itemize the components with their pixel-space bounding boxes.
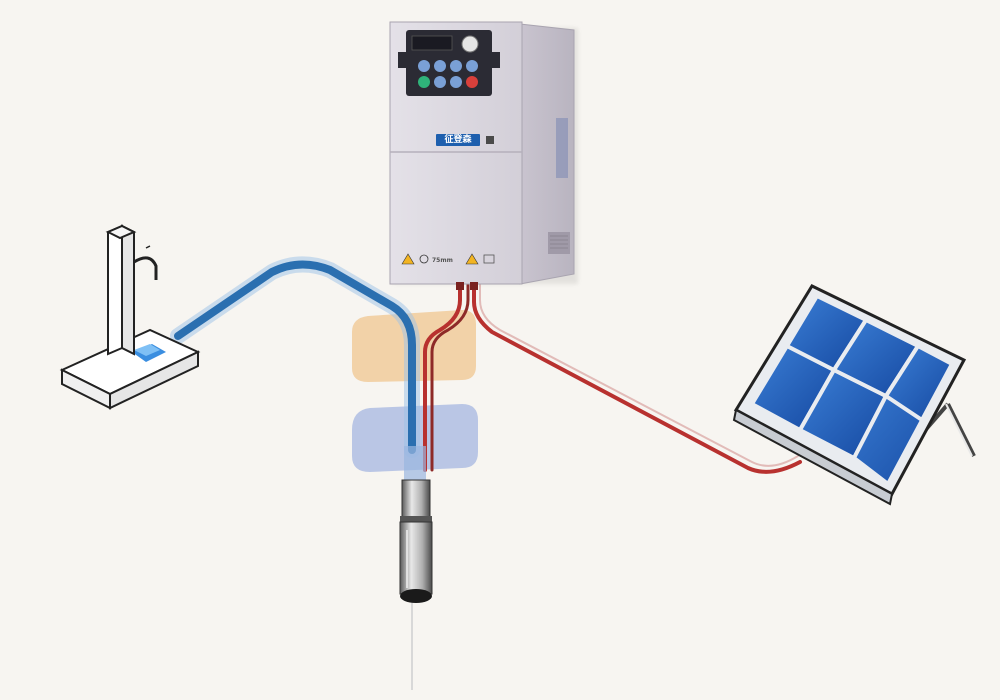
brand-badge-label: 征登森 [444,135,472,145]
brand-badge [436,134,480,146]
power-cable-pump [423,281,462,472]
power-cable-solar [472,281,802,474]
inverter-icon [389,21,578,290]
power-cable-solar-highlight [479,282,799,467]
solar-panel-icon [732,284,976,506]
faucet-icon [59,224,201,410]
submersible-pump-icon [399,446,433,603]
power-cable-pump-2 [430,281,470,472]
inverter-small-text: 75mm [432,257,453,264]
water-pipe [174,260,416,454]
